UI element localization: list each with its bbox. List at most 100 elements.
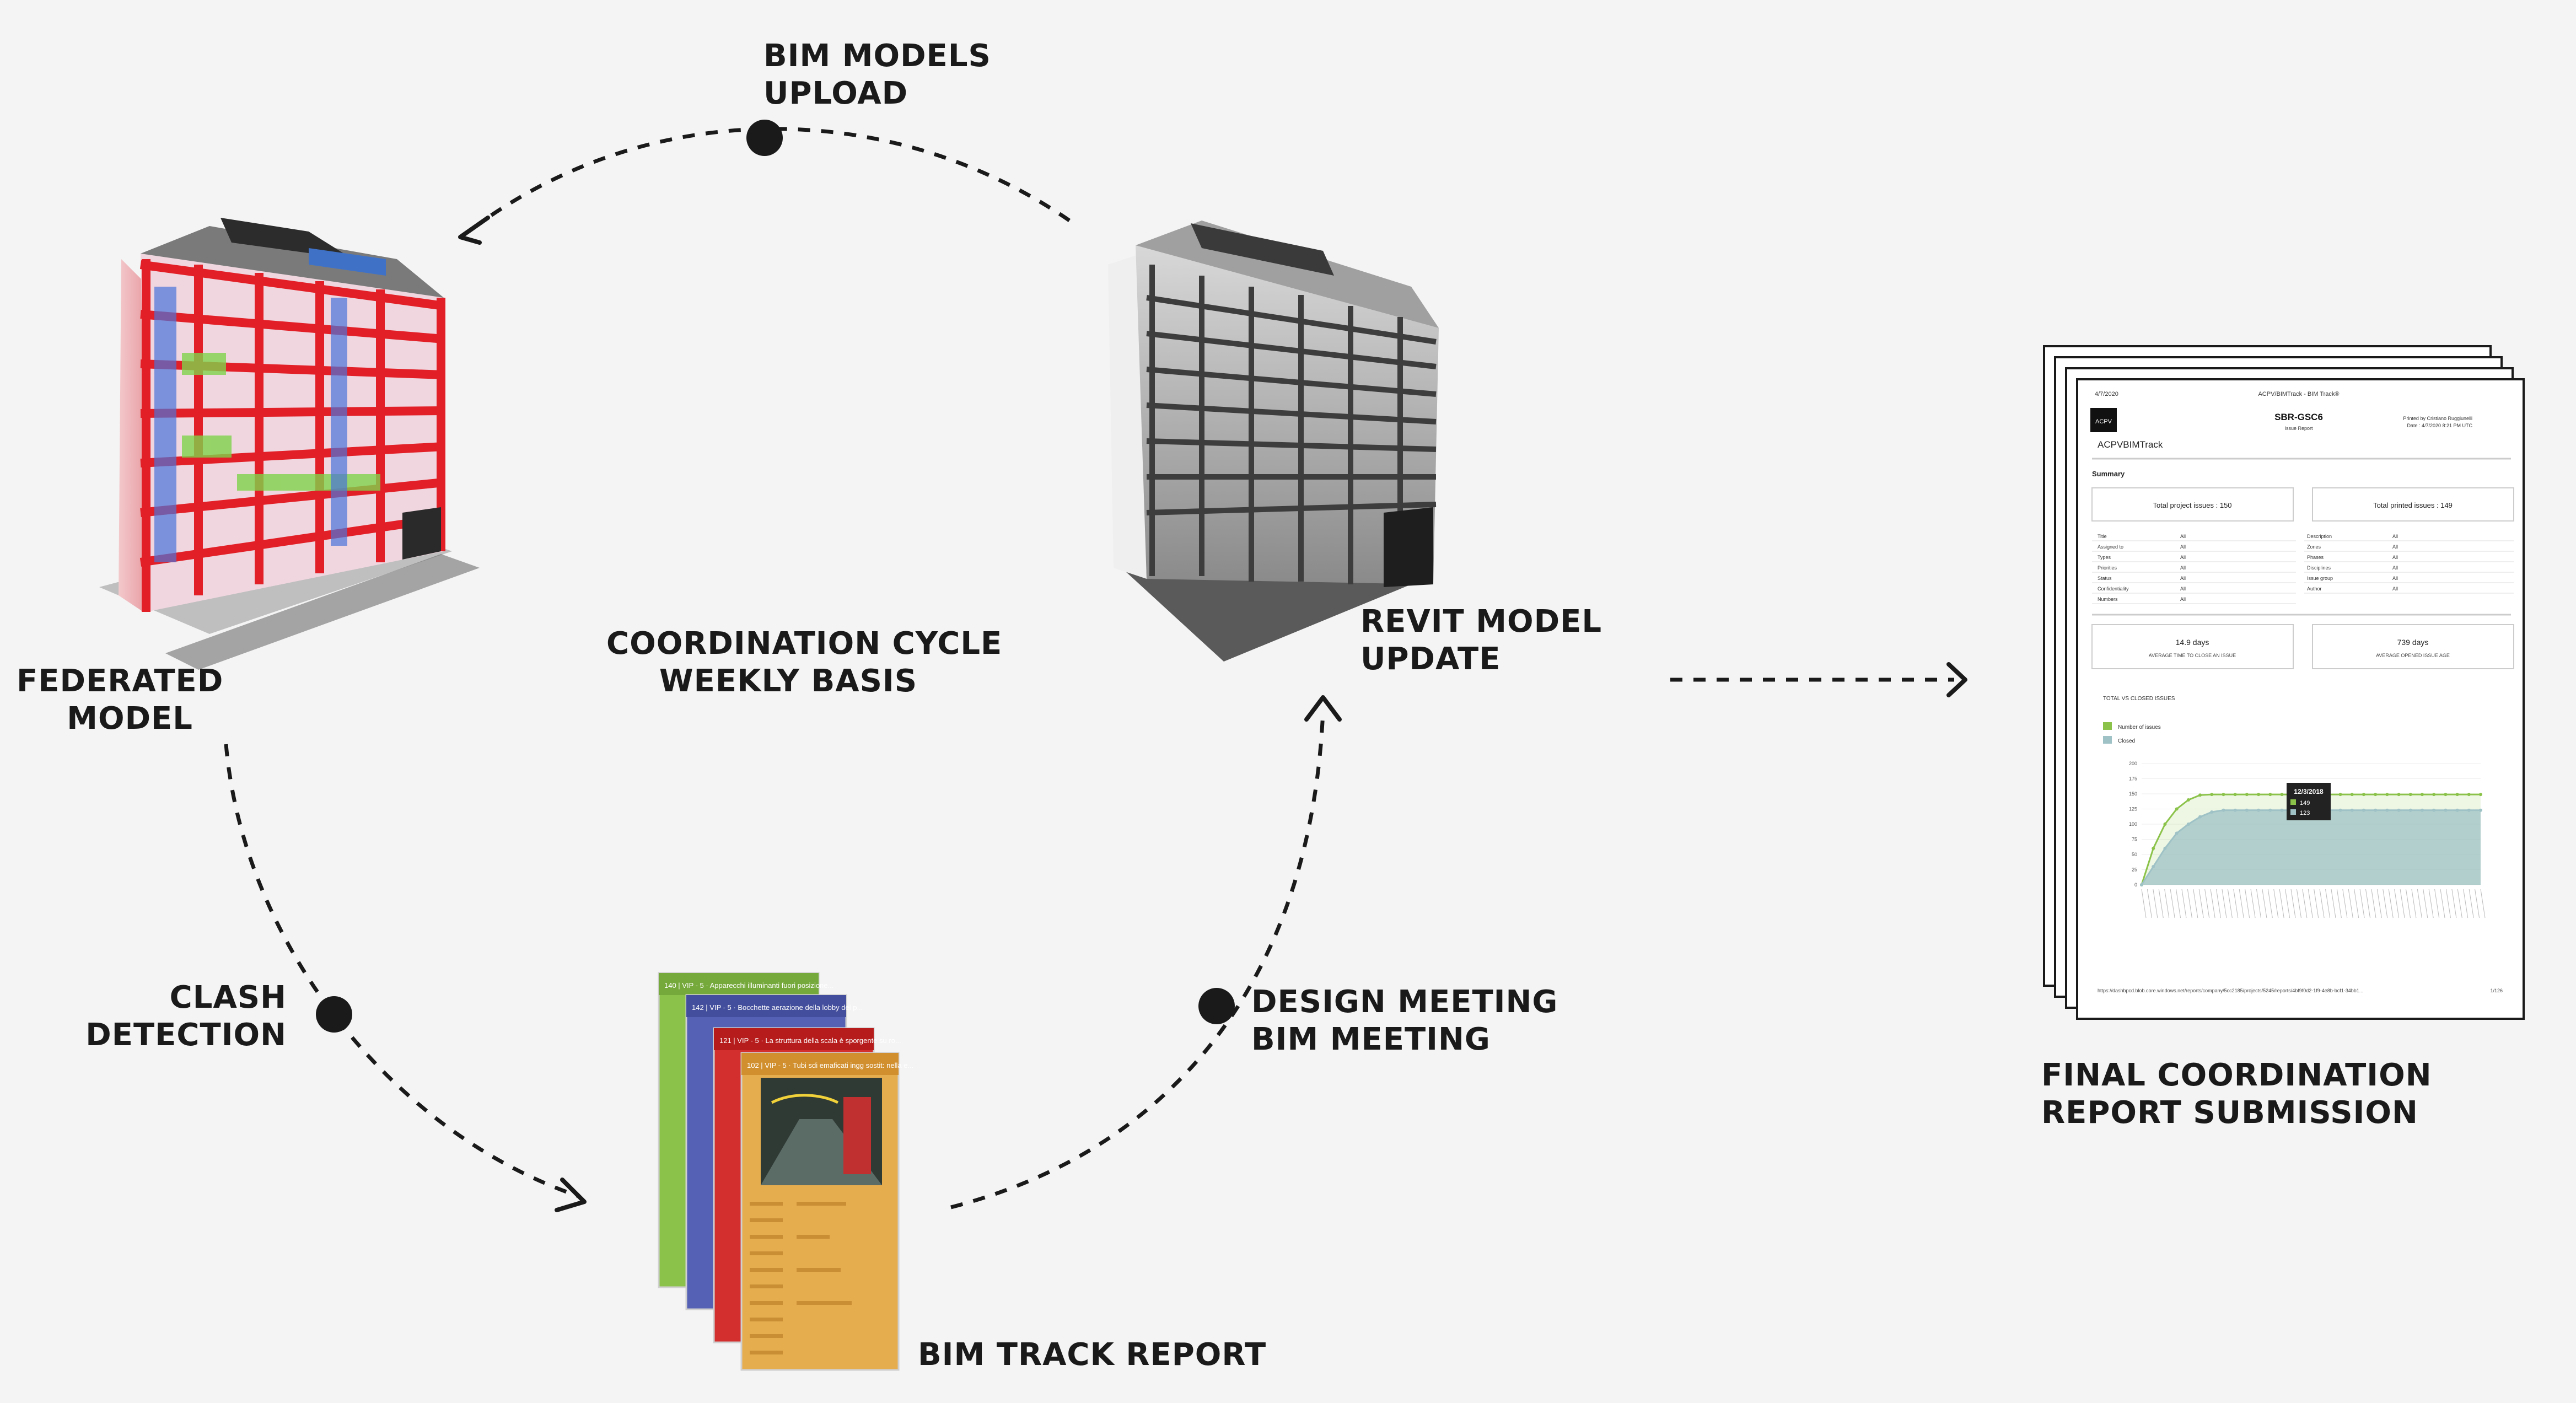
legend-total: Number of issues (2118, 724, 2161, 730)
revit-model-image (1108, 221, 1439, 662)
report-page-number: 1/126 (2490, 988, 2503, 993)
chart-point (2233, 808, 2237, 812)
chart-x-tick-label (2354, 889, 2359, 918)
chart-point (2467, 808, 2471, 812)
label-federated-model-line1: FEDERATED (17, 663, 224, 699)
dot-meeting (1198, 988, 1235, 1024)
label-bim-models-upload-line2: UPLOAD (763, 76, 908, 111)
svg-text:142 | VIP - 5 · Bocchette aera: 142 | VIP - 5 · Bocchette aerazione dell… (692, 1003, 863, 1012)
chart-x-tick-label (2210, 889, 2215, 918)
chart-point (2444, 793, 2448, 797)
chart-x-tick-label (2216, 889, 2222, 918)
svg-text:12/3/2018: 12/3/2018 (2294, 788, 2324, 795)
label-federated-model-line2: MODEL (67, 701, 193, 737)
chart-point (2420, 793, 2424, 797)
chart-x-tick-label (2394, 889, 2400, 918)
chart-x-tick-label (2405, 889, 2411, 918)
chart-point (2444, 808, 2448, 812)
filter-left-value: All (2180, 576, 2186, 581)
arrowhead-meeting (1304, 695, 1342, 722)
chart-point (2374, 808, 2378, 812)
label-coordination-cycle-line1: COORDINATION CYCLE (606, 626, 1003, 662)
chart-point (2338, 808, 2342, 812)
chart-x-tick-label (2417, 889, 2422, 918)
filter-left-value: All (2180, 534, 2186, 539)
filter-left-label: Title (2098, 534, 2107, 539)
chart-point (2280, 808, 2284, 812)
chart-x-tick-label (2164, 889, 2170, 918)
report-printed-by: Printed by Cristiano Ruggiunelli (2403, 416, 2472, 421)
label-clash-detection-line2: DETECTION (85, 1017, 287, 1053)
chart-x-tick-label (2158, 889, 2164, 918)
label-bim-models-upload-line1: BIM MODELS (763, 38, 991, 74)
label-final-submission: FINAL COORDINATION REPORT SUBMISSION (2041, 1057, 2432, 1132)
chart-point (2350, 793, 2354, 797)
report-chart-title: TOTAL VS CLOSED ISSUES (2103, 696, 2175, 702)
chart-point (2280, 793, 2284, 797)
filter-left-label: Status (2098, 576, 2112, 581)
chart-point (2467, 793, 2471, 797)
label-bim-track-report: BIM TRACK REPORT (918, 1336, 1266, 1374)
label-coordination-cycle: COORDINATION CYCLE WEEKLY BASIS (606, 625, 1003, 700)
chart-point (2198, 815, 2202, 819)
label-design-meeting-line2: BIM MEETING (1251, 1022, 1491, 1057)
chart-point (2186, 823, 2190, 826)
label-bim-track-report-line1: BIM TRACK REPORT (918, 1337, 1267, 1373)
chart-point (2432, 808, 2436, 812)
svg-text:102 | VIP - 5 · Tubi sdi emafi: 102 | VIP - 5 · Tubi sdi emaficati ingg … (747, 1061, 913, 1069)
chart-x-tick-label (2204, 889, 2210, 918)
chart-point (2257, 793, 2261, 797)
report-avg-close-label: AVERAGE TIME TO CLOSE AN ISSUE (2149, 653, 2236, 658)
chart-x-tick-label (2227, 889, 2233, 918)
chart-x-tick-label (2308, 889, 2313, 918)
chart-x-tick-label (2233, 889, 2239, 918)
chart-y-tick-label: 150 (2129, 791, 2137, 797)
report-logo (2090, 408, 2117, 432)
chart-point (2397, 808, 2401, 812)
chart-x-tick-label (2445, 889, 2451, 918)
chart-x-tick-label (2262, 889, 2267, 918)
filter-right-label: Description (2307, 534, 2332, 539)
svg-text:140 | VIP - 5 · Apparecchi ill: 140 | VIP - 5 · Apparecchi illuminanti f… (664, 981, 833, 990)
label-design-meeting-line1: DESIGN MEETING (1251, 984, 1558, 1020)
chart-point (2163, 823, 2167, 826)
filter-left-value: All (2180, 596, 2186, 602)
chart-point (2186, 798, 2190, 802)
chart-x-tick-label (2314, 889, 2319, 918)
chart-x-tick-label (2348, 889, 2353, 918)
chart-x-tick-label (2153, 889, 2158, 918)
chart-x-tick-label (2383, 889, 2388, 918)
chart-x-tick-label (2451, 889, 2457, 918)
chart-x-tick-label (2440, 889, 2445, 918)
chart-x-tick-label (2400, 889, 2405, 918)
chart-x-tick-label (2411, 889, 2417, 918)
chart-point (2362, 808, 2365, 812)
filter-right-value: All (2392, 544, 2398, 550)
chart-x-tick-label (2325, 889, 2331, 918)
chart-x-tick-label (2147, 889, 2152, 918)
chart-point (2222, 793, 2225, 797)
report-app-title: ACPV/BIMTrack - BIM Track® (2258, 391, 2339, 397)
cycle-dots (316, 120, 1235, 1033)
arrow-upload-path (467, 127, 1071, 233)
filter-right-label: Author (2307, 586, 2322, 592)
chart-x-tick-label (2463, 889, 2469, 918)
svg-text:123: 123 (2300, 810, 2310, 816)
chart-x-tick-label (2331, 889, 2336, 918)
chart-x-tick-label (2319, 889, 2325, 918)
arrow-meeting-path (950, 711, 1325, 1210)
dot-clash (316, 996, 352, 1033)
cycle-arrows (224, 127, 1954, 1210)
chart-x-tick-label (2250, 889, 2256, 918)
chart-x-tick-label (2480, 889, 2486, 918)
chart-point (2362, 793, 2365, 797)
chart-point (2420, 808, 2424, 812)
chart-point (2233, 793, 2237, 797)
chart-point (2479, 793, 2482, 797)
chart-x-tick-label (2285, 889, 2290, 918)
chart-x-tick-label (2469, 889, 2474, 918)
chart-x-tick-label (2181, 889, 2187, 918)
chart-point (2210, 810, 2214, 814)
